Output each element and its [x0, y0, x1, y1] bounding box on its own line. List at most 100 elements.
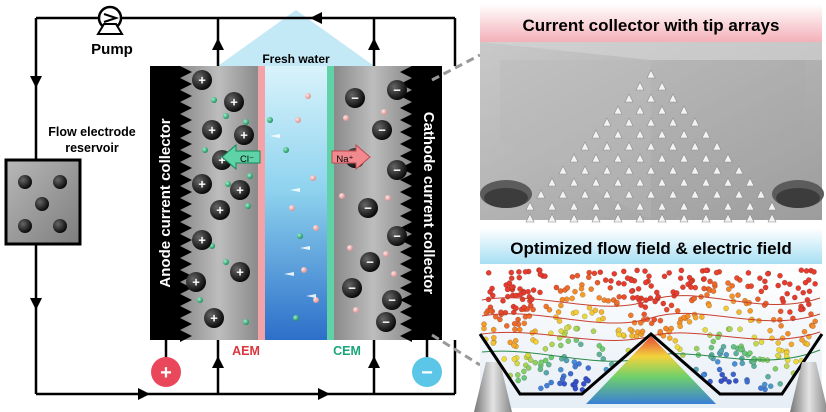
- tip-cone: [591, 153, 601, 163]
- flow-particle: [634, 267, 640, 274]
- carbon-particle: [192, 230, 212, 250]
- anode-tip: [180, 138, 192, 150]
- anode-tip: [180, 114, 192, 126]
- cathode-tip: [400, 246, 412, 258]
- tip-cone: [569, 201, 579, 211]
- flow-particle: [569, 295, 576, 302]
- flow-particle: [592, 307, 599, 314]
- tip-cone: [602, 141, 612, 151]
- ion-motion-trail: [284, 272, 294, 276]
- carbon-particle: [202, 120, 222, 140]
- flow-particle: [581, 313, 588, 320]
- flow-particle: [751, 355, 758, 362]
- tip-cone: [547, 177, 557, 187]
- tip-cone: [558, 165, 568, 175]
- flow-particle: [511, 356, 518, 362]
- flow-particle: [720, 343, 727, 350]
- flow-particle: [678, 267, 685, 274]
- flow-particle: [607, 284, 614, 291]
- pump-symbol-icon[interactable]: [96, 5, 124, 35]
- flow-particle: [508, 269, 515, 276]
- flow-particle: [506, 280, 513, 286]
- flow-particle: [673, 290, 680, 296]
- particle-charge-sign: +: [210, 311, 218, 326]
- cathode-tip: [400, 222, 412, 234]
- flow-particle: [726, 378, 732, 385]
- flow-particle: [666, 270, 673, 276]
- negative-terminal[interactable]: −: [412, 340, 442, 387]
- tip-cone: [657, 105, 667, 115]
- flow-particle: [672, 337, 679, 344]
- flow-particle: [708, 344, 715, 351]
- flow-particle: [758, 288, 765, 295]
- flow-particle: [485, 269, 492, 276]
- tip-cone: [668, 141, 678, 151]
- anode-tip: [180, 258, 192, 270]
- sodium-ion: [347, 245, 353, 251]
- tip-cone: [591, 129, 601, 139]
- tip-cone: [646, 165, 656, 175]
- flow-particle: [663, 306, 670, 313]
- tip-cone: [712, 141, 722, 151]
- aem-membrane: [258, 66, 265, 340]
- flow-particle: [735, 292, 741, 298]
- tip-cone: [613, 201, 623, 211]
- flow-particle: [657, 317, 664, 324]
- tip-cone: [613, 213, 623, 223]
- flow-particle: [784, 357, 791, 364]
- tip-cone: [657, 129, 667, 139]
- flow-particle: [661, 273, 668, 280]
- tip-cone: [635, 81, 645, 91]
- cathode-collector-bar: [412, 66, 442, 340]
- flow-particle: [757, 275, 763, 282]
- tip-cone: [635, 177, 645, 187]
- ion-motion-trail: [300, 246, 310, 250]
- tip-cone: [745, 201, 755, 211]
- flow-particle: [761, 381, 768, 388]
- sodium-ion: [353, 307, 359, 313]
- sodium-ion: [385, 195, 391, 201]
- flow-particle: [621, 294, 627, 300]
- anode-tip: [180, 78, 192, 90]
- flow-particle: [812, 318, 819, 325]
- flow-particle: [513, 305, 519, 312]
- particle-charge-sign: −: [364, 201, 372, 216]
- flow-particle: [635, 285, 642, 292]
- flow-particle: [501, 356, 508, 362]
- tip-cone: [569, 213, 579, 223]
- flow-particle: [530, 287, 537, 293]
- flow-particle: [685, 313, 691, 319]
- flow-particle: [569, 274, 576, 280]
- flow-particle: [716, 366, 723, 373]
- flow-particle: [755, 296, 761, 303]
- flow-particle: [737, 277, 743, 283]
- flow-particle: [634, 294, 641, 301]
- flow-particle: [537, 289, 543, 296]
- flow-particle: [804, 341, 811, 347]
- tip-cone: [624, 165, 634, 175]
- tip-cone: [723, 201, 733, 211]
- flow-particle: [530, 306, 536, 313]
- flow-particle: [643, 279, 649, 286]
- flow-particle: [525, 352, 531, 358]
- positive-terminal[interactable]: +: [151, 340, 181, 387]
- chloride-ion: [297, 233, 303, 239]
- flow-particle: [788, 341, 795, 348]
- flow-particle: [718, 348, 725, 354]
- ion-particles: [197, 93, 397, 325]
- tip-cone: [657, 81, 667, 91]
- anode-tip: [180, 90, 192, 102]
- flow-particle: [581, 381, 587, 387]
- flow-particle: [785, 330, 791, 337]
- anode-tip: [180, 222, 192, 234]
- flow-particle: [538, 385, 544, 392]
- flow-particle: [558, 302, 564, 309]
- flow-particle: [614, 299, 620, 306]
- flow-particle: [701, 276, 707, 282]
- tip-cone: [657, 213, 667, 223]
- cathode-tip: [400, 198, 412, 210]
- particle-charge-sign: +: [198, 177, 206, 192]
- flow-particle: [725, 280, 731, 286]
- particle-charge-sign: −: [393, 83, 401, 98]
- flow-particle: [572, 385, 579, 392]
